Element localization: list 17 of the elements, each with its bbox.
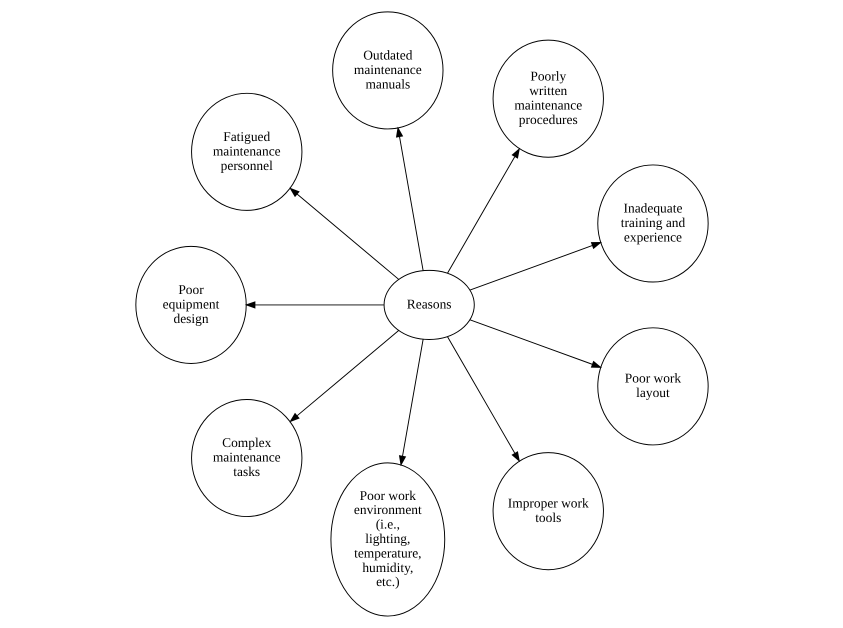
node-circle: Complex maintenance tasks [190, 398, 302, 518]
node-ellipse: Poor work environment (i.e., lighting, temperature, humidity, etc.) [330, 462, 445, 617]
arrow [244, 301, 384, 309]
node-ellipse: Reasons [383, 270, 474, 340]
node-circle: Poor equipment design [134, 246, 246, 364]
node-circle: Outdated maintenance manuals [332, 11, 443, 130]
arrow [446, 336, 520, 462]
node-circle: Fatigued maintenance personnel [190, 92, 302, 211]
arrow [395, 126, 424, 272]
arrow [288, 330, 399, 422]
arrow [446, 148, 520, 274]
arrow [398, 338, 424, 466]
arrow [469, 242, 602, 291]
arrow [469, 319, 602, 368]
node-circle: Poor work layout [596, 327, 708, 446]
arrow [288, 188, 399, 280]
node-circle: Inadequate training and experience [596, 164, 708, 282]
